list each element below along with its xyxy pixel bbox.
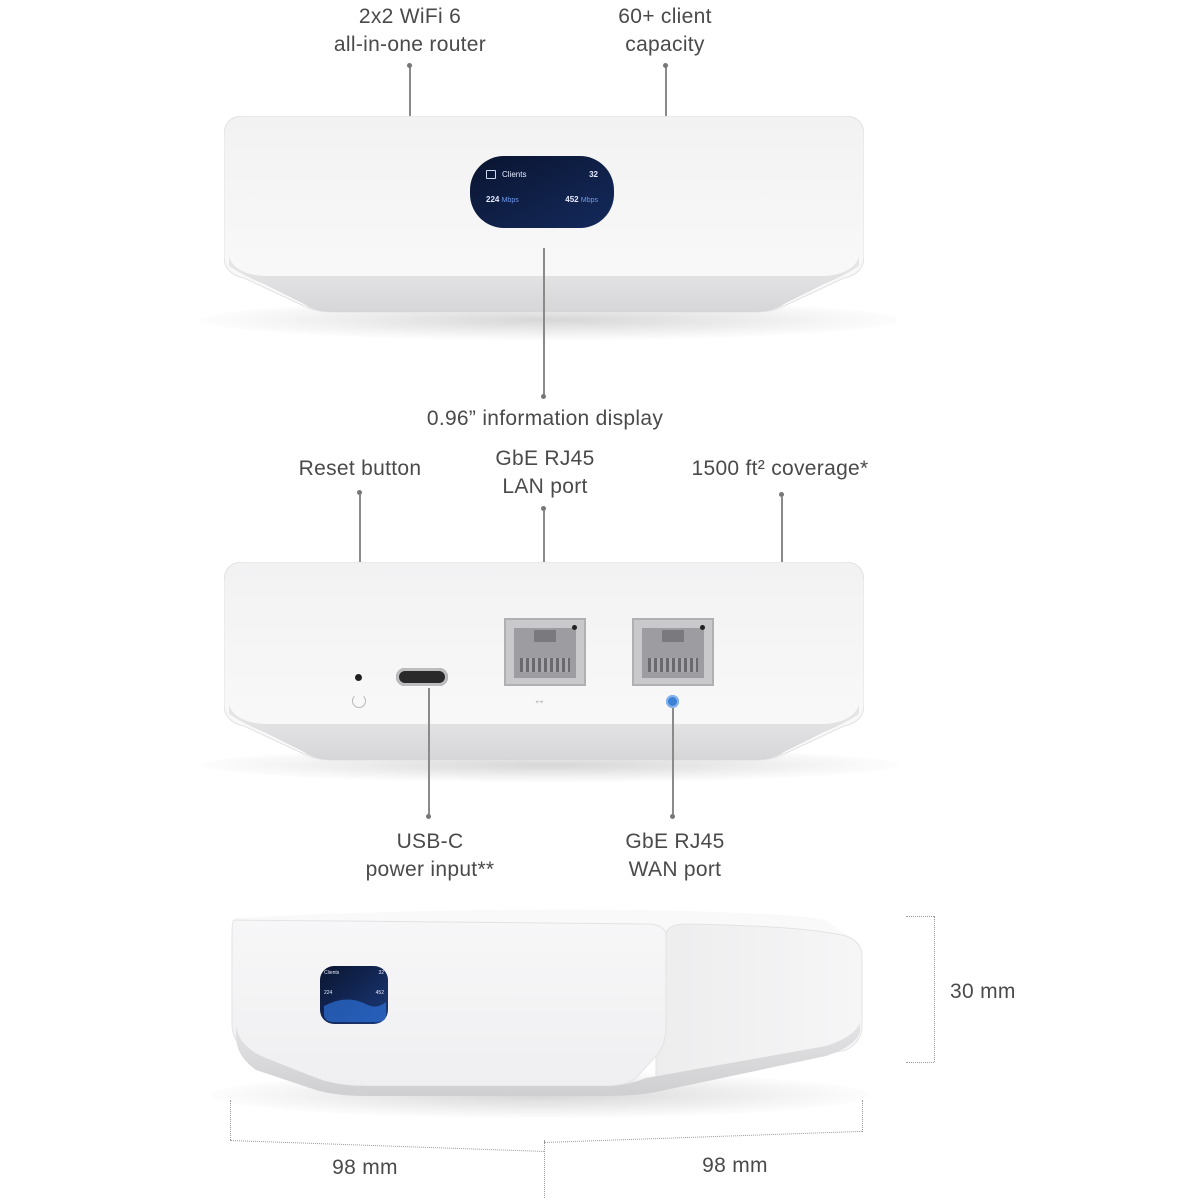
clients-icon: [486, 169, 496, 179]
width-left-label: 98 mm: [332, 1156, 398, 1179]
width-left-line: [229, 1140, 544, 1152]
usbc-label-line1: USB-C: [396, 830, 464, 853]
display-pointer-dot: [541, 394, 546, 399]
usbc-label: USB-C power input**: [340, 828, 520, 884]
reset-label: Reset button: [298, 457, 422, 480]
info-display-small: Clients 32 224 452: [324, 970, 384, 1020]
reset-pointer-dot: [357, 490, 362, 495]
coverage-pointer-dot: [779, 492, 784, 497]
lan-arrows-icon: ↔: [533, 692, 546, 707]
lan-port[interactable]: [504, 618, 586, 686]
width-right-label: 98 mm: [702, 1154, 768, 1177]
wifi-label: 2x2 WiFi 6 all-in-one router: [320, 3, 500, 59]
usbc-pointer-dot: [426, 814, 431, 819]
wan-label: GbE RJ45 WAN port: [600, 828, 750, 884]
screen-small-title: Clients: [324, 970, 340, 976]
screen-down-unit: Mbps: [501, 196, 519, 204]
screen-up-value: 452: [565, 194, 579, 204]
device-front-view: Clients 32 224 Mbps 452 Mbps: [223, 115, 865, 316]
usbc-pointer: [428, 688, 430, 816]
wifi-label-line1: 2x2 WiFi 6: [358, 5, 462, 28]
usbc-label-line2: power input**: [365, 858, 495, 881]
client-pointer-dot: [663, 63, 668, 68]
width-center: [544, 1140, 545, 1198]
client-label: 60+ client capacity: [590, 3, 740, 59]
device-perspective-view: Clients 32 224 452: [226, 906, 866, 1096]
screen-clients-title: Clients: [502, 169, 527, 179]
wifi-label-line2: all-in-one router: [333, 33, 487, 56]
reset-button[interactable]: [355, 674, 362, 681]
screen-down-value: 224: [486, 194, 500, 204]
info-display: Clients 32 224 Mbps 452 Mbps: [486, 166, 598, 218]
display-pointer: [543, 248, 545, 396]
width-right-end: [862, 1100, 863, 1132]
screen-small-down: 224: [324, 990, 333, 996]
client-label-line2: capacity: [625, 33, 705, 56]
wifi-pointer: [409, 66, 411, 118]
wifi-pointer-dot: [407, 63, 412, 68]
height-dim-top: [906, 916, 934, 917]
height-label: 30 mm: [950, 980, 1016, 1003]
wan-pointer-dot: [670, 814, 675, 819]
reset-icon: [352, 694, 366, 708]
width-left-start: [230, 1100, 231, 1140]
width-right-line: [543, 1130, 862, 1143]
screen-clients-count: 32: [589, 169, 598, 179]
wan-label-line1: GbE RJ45: [625, 830, 725, 853]
globe-icon: [666, 695, 679, 708]
lan-label-line1: GbE RJ45: [495, 447, 595, 470]
height-dim-bottom: [906, 1062, 934, 1063]
lan-label-line2: LAN port: [502, 475, 588, 498]
coverage-pointer: [781, 496, 783, 562]
client-pointer: [665, 66, 667, 118]
coverage-label: 1500 ft² coverage*: [691, 457, 869, 480]
height-dim-line: [934, 916, 935, 1062]
display-label: 0.96” information display: [426, 407, 664, 430]
wan-pointer: [672, 708, 674, 816]
screen-small-up: 452: [375, 990, 384, 996]
wan-label-line2: WAN port: [628, 858, 722, 881]
usbc-port[interactable]: [396, 668, 448, 686]
client-label-line1: 60+ client: [618, 5, 712, 28]
lan-label: GbE RJ45 LAN port: [470, 445, 620, 501]
device-back-view: ↔: [223, 561, 865, 767]
screen-up-unit: Mbps: [580, 196, 598, 204]
screen-small-count: 32: [378, 970, 384, 976]
wan-port[interactable]: [632, 618, 714, 686]
lan-pointer-dot: [541, 506, 546, 511]
